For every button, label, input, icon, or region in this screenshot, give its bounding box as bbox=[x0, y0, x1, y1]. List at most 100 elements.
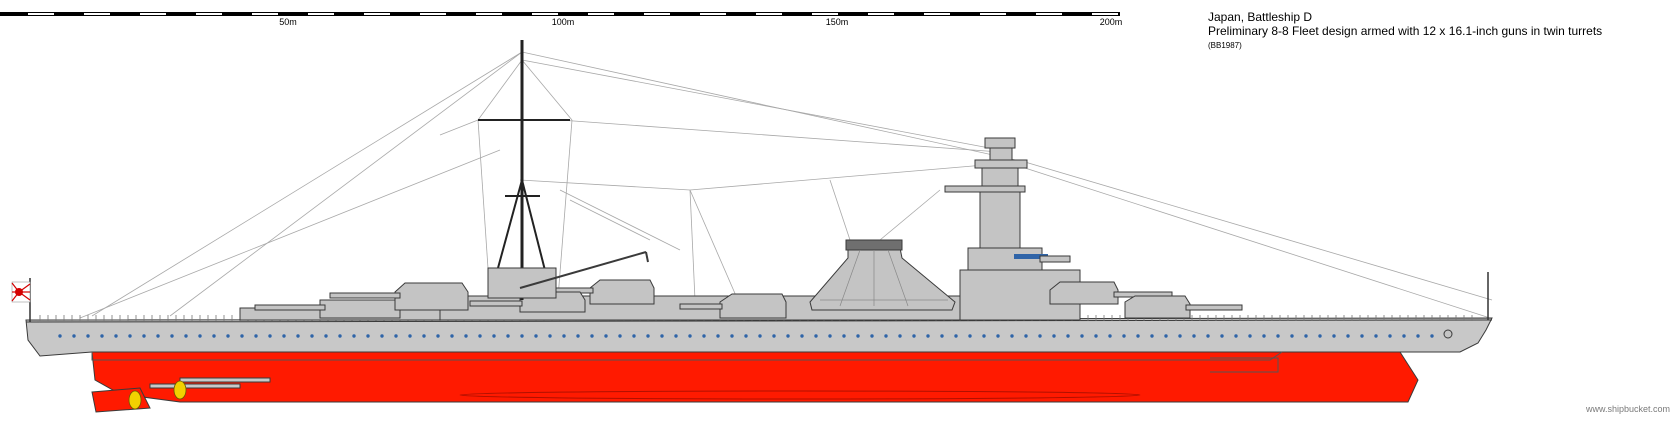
title-block: Japan, Battleship D Preliminary 8-8 Flee… bbox=[1208, 10, 1602, 53]
porthole bbox=[1374, 334, 1378, 338]
porthole bbox=[1220, 334, 1224, 338]
porthole bbox=[1318, 334, 1322, 338]
porthole bbox=[254, 334, 258, 338]
porthole bbox=[968, 334, 972, 338]
porthole bbox=[534, 334, 538, 338]
torpedo-bulge bbox=[1210, 357, 1279, 373]
turret-aft-high bbox=[329, 282, 469, 311]
porthole bbox=[660, 334, 664, 338]
porthole bbox=[548, 334, 552, 338]
scale-tick bbox=[980, 13, 1006, 15]
porthole bbox=[1192, 334, 1196, 338]
scale-tick bbox=[924, 13, 950, 15]
porthole bbox=[856, 334, 860, 338]
porthole bbox=[590, 334, 594, 338]
porthole bbox=[338, 334, 342, 338]
porthole bbox=[142, 334, 146, 338]
scale-bar-ruler bbox=[0, 12, 1120, 16]
main-mast-yards bbox=[478, 119, 570, 197]
porthole bbox=[1094, 334, 1098, 338]
porthole bbox=[562, 334, 566, 338]
porthole bbox=[184, 334, 188, 338]
porthole bbox=[996, 334, 1000, 338]
porthole bbox=[1052, 334, 1056, 338]
porthole bbox=[716, 334, 720, 338]
porthole bbox=[450, 334, 454, 338]
porthole bbox=[576, 334, 580, 338]
porthole bbox=[100, 334, 104, 338]
scale-tick bbox=[140, 13, 166, 15]
porthole bbox=[870, 334, 874, 338]
scale-tick bbox=[644, 13, 670, 15]
belt-armor bbox=[91, 351, 1283, 361]
ship-description: Preliminary 8-8 Fleet design armed with … bbox=[1208, 24, 1603, 38]
porthole bbox=[422, 334, 426, 338]
porthole bbox=[114, 334, 118, 338]
porthole bbox=[1262, 334, 1266, 338]
porthole bbox=[226, 334, 230, 338]
porthole-row bbox=[58, 334, 1434, 338]
anchor-hawse bbox=[1443, 329, 1453, 339]
porthole bbox=[1164, 334, 1168, 338]
porthole bbox=[1150, 334, 1154, 338]
porthole bbox=[212, 334, 216, 338]
porthole bbox=[1402, 334, 1406, 338]
turret-center bbox=[679, 293, 787, 319]
porthole bbox=[156, 334, 160, 338]
porthole bbox=[702, 334, 706, 338]
porthole bbox=[492, 334, 496, 338]
porthole bbox=[1136, 334, 1140, 338]
scale-bar: 50m 100m 150m 200m bbox=[0, 0, 1140, 40]
funnel-ribs bbox=[820, 249, 948, 307]
porthole bbox=[464, 334, 468, 338]
porthole bbox=[1024, 334, 1028, 338]
porthole bbox=[380, 334, 384, 338]
porthole bbox=[1416, 334, 1420, 338]
porthole bbox=[940, 334, 944, 338]
porthole bbox=[198, 334, 202, 338]
porthole bbox=[954, 334, 958, 338]
credit-watermark: www.shipbucket.com bbox=[1585, 404, 1670, 414]
turret-forward-high bbox=[1049, 281, 1173, 305]
porthole bbox=[1430, 334, 1434, 338]
porthole bbox=[240, 334, 244, 338]
porthole bbox=[128, 334, 132, 338]
scale-tick bbox=[868, 13, 894, 15]
porthole bbox=[1066, 334, 1070, 338]
porthole bbox=[786, 334, 790, 338]
bridge-windows bbox=[1014, 254, 1048, 259]
porthole bbox=[884, 334, 888, 338]
porthole bbox=[1332, 334, 1336, 338]
porthole bbox=[1080, 334, 1084, 338]
porthole bbox=[772, 334, 776, 338]
porthole bbox=[436, 334, 440, 338]
scale-tick bbox=[28, 13, 54, 15]
scale-tick bbox=[700, 13, 726, 15]
porthole bbox=[758, 334, 762, 338]
scale-tick bbox=[532, 13, 558, 15]
ship-title: Japan, Battleship D bbox=[1208, 10, 1313, 24]
porthole bbox=[86, 334, 90, 338]
scale-tick bbox=[1092, 13, 1118, 15]
porthole bbox=[408, 334, 412, 338]
porthole bbox=[1276, 334, 1280, 338]
scale-tick bbox=[588, 13, 614, 15]
scale-tick bbox=[812, 13, 838, 15]
funnel-cap bbox=[845, 239, 903, 251]
porthole bbox=[674, 334, 678, 338]
scale-label-100m: 100m bbox=[551, 17, 575, 27]
porthole bbox=[618, 334, 622, 338]
porthole bbox=[72, 334, 76, 338]
porthole bbox=[520, 334, 524, 338]
turret-forward-low bbox=[1124, 295, 1243, 319]
porthole bbox=[800, 334, 804, 338]
porthole bbox=[296, 334, 300, 338]
scale-tick bbox=[756, 13, 782, 15]
scale-tick bbox=[308, 13, 334, 15]
porthole bbox=[730, 334, 734, 338]
porthole bbox=[268, 334, 272, 338]
porthole bbox=[506, 334, 510, 338]
scale-label-50m: 50m bbox=[279, 17, 297, 27]
porthole bbox=[1290, 334, 1294, 338]
porthole bbox=[744, 334, 748, 338]
